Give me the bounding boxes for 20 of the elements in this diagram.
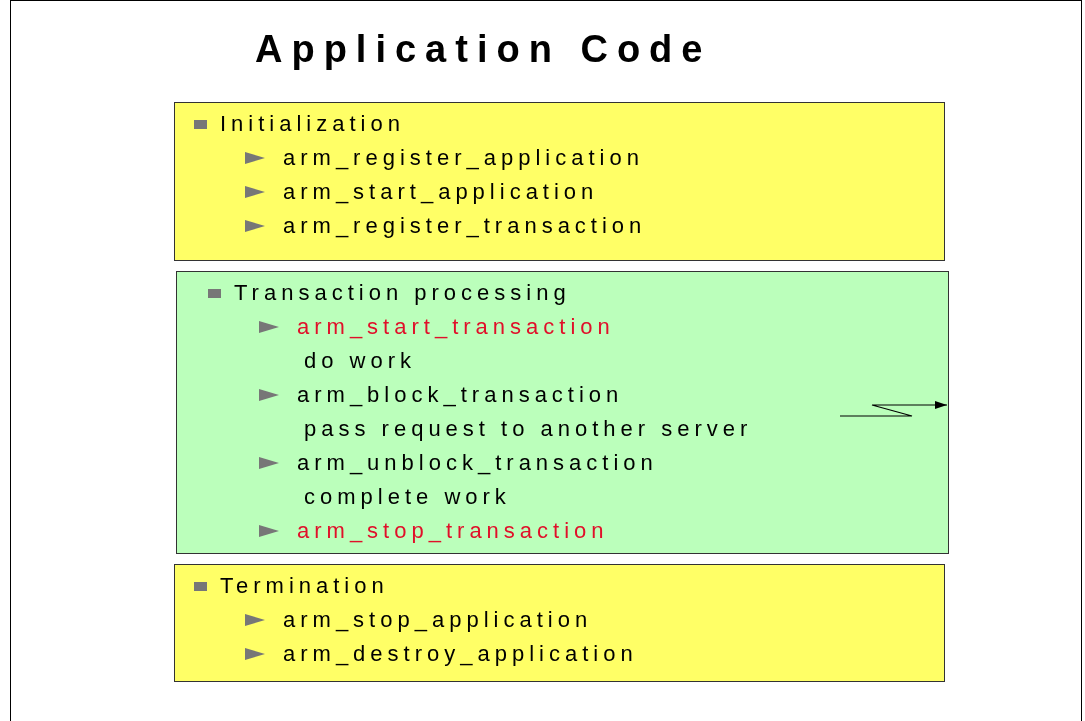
section-heading: Termination — [220, 572, 389, 600]
function-name: arm_stop_application — [283, 606, 593, 634]
section-heading: Initialization — [220, 110, 405, 138]
arrow — [839, 401, 948, 417]
step-note: complete work — [304, 483, 511, 511]
function-name: arm_start_application — [283, 178, 599, 206]
function-name: arm_unblock_transaction — [297, 449, 658, 477]
section-heading: Transaction processing — [234, 279, 571, 307]
function-name: arm_destroy_application — [283, 640, 638, 668]
text-box — [174, 564, 945, 682]
text-box — [176, 271, 949, 554]
step-note: pass request to another server — [304, 415, 753, 443]
function-name: arm_register_transaction — [283, 212, 647, 240]
function-name: arm_start_transaction — [297, 313, 615, 341]
title: Application Code — [255, 28, 712, 71]
step-note: do work — [304, 347, 417, 375]
text-box — [174, 102, 945, 261]
function-name: arm_block_transaction — [297, 381, 624, 409]
function-name: arm_register_application — [283, 144, 644, 172]
function-name: arm_stop_transaction — [297, 517, 609, 545]
